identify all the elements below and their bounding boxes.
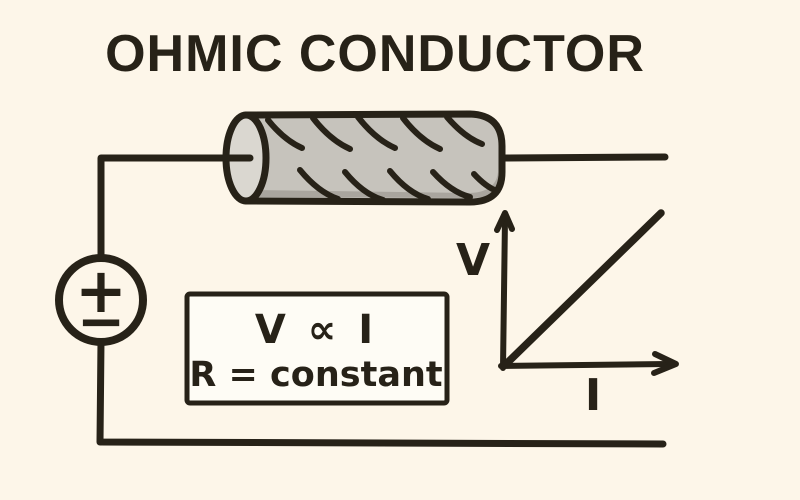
page-title: OHMIC CONDUCTOR: [105, 25, 645, 83]
x-axis: [498, 361, 671, 369]
resistor-shading: [250, 172, 498, 198]
linear-vi-line: [501, 209, 665, 369]
labels: OHMIC CONDUCTOR + − V ∝ I R = constant V…: [75, 25, 645, 421]
battery-plus-sign: +: [75, 254, 127, 327]
resistor: [222, 110, 506, 206]
resistor-body: [242, 110, 506, 206]
formula-line-2: R = constant: [189, 355, 442, 395]
x-axis-label: I: [585, 370, 601, 421]
resistor-hatching: [265, 114, 500, 203]
wire-bottom-left: [96, 337, 667, 448]
circuit-artwork: [55, 110, 679, 448]
formula-line-1: V ∝ I: [255, 307, 377, 353]
wire-top-left: [97, 154, 256, 263]
y-axis: [500, 215, 508, 371]
vi-graph: [494, 209, 679, 376]
battery-minus-sign: −: [77, 287, 126, 355]
y-axis-label: V: [456, 235, 490, 286]
formula-box: [184, 291, 450, 406]
wire-right: [497, 153, 669, 162]
y-axis-arrowhead-icon: [494, 210, 515, 233]
x-axis-arrowhead-icon: [651, 351, 679, 376]
battery-icon: [55, 254, 147, 346]
